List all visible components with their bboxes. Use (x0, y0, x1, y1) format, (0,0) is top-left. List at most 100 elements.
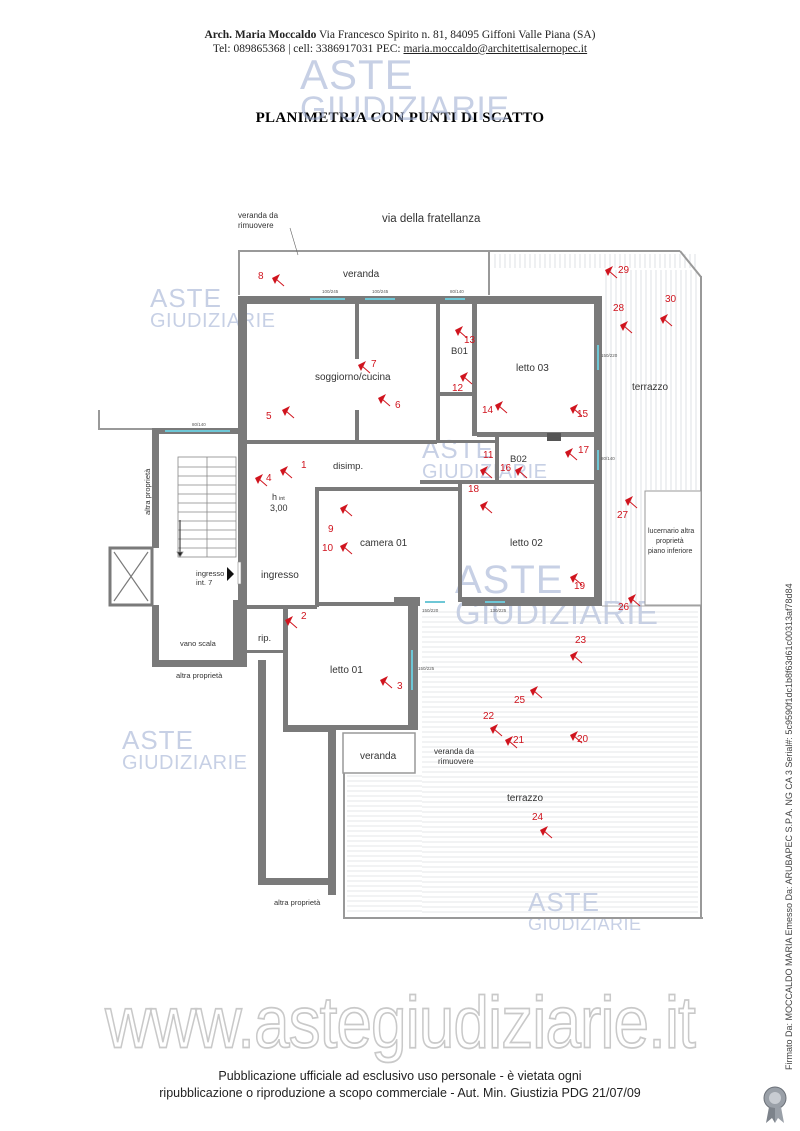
label-altra-proprieta-mid: altra proprietà (176, 671, 223, 680)
terrace-hatching (347, 254, 698, 913)
digital-signature: Firmato Da: MOCCALDO MARIA Emesso Da: AR… (784, 583, 794, 1070)
shot-point-label: 23 (575, 635, 587, 646)
camera-direction-line (361, 365, 371, 374)
label-rip: rip. (258, 633, 271, 644)
label-soggiorno: soggiorno/cucina (315, 372, 391, 383)
label-terrazzo-bottom: terrazzo (507, 793, 544, 804)
camera-direction-line (573, 735, 583, 744)
shot-point-label: 4 (266, 473, 272, 484)
label-altra-proprieta-left: altra proprietà (143, 468, 152, 515)
shot-point-label: 2 (301, 611, 307, 622)
shot-point-label: 8 (258, 271, 264, 282)
camera-direction-line (483, 505, 493, 514)
camera-direction-line (493, 728, 503, 737)
shot-point-label: 5 (266, 411, 272, 422)
shot-point-label: 28 (613, 303, 625, 314)
label-lucernario-2: proprietà (656, 538, 684, 545)
shot-point-label: 24 (532, 812, 544, 823)
architect-contacts: Tel: 089865368 | cell: 3386917031 PEC: (212, 43, 401, 55)
header-line-1: Arch. Maria Moccaldo Via Francesco Spiri… (0, 28, 800, 42)
camera-direction-line (383, 680, 393, 689)
camera-direction-line (498, 405, 508, 414)
shot-point-label: 30 (665, 294, 677, 305)
window-dim: 150/220 (422, 608, 439, 613)
camera-direction-line (631, 598, 641, 607)
label-altra-proprieta-bottom: altra proprietà (274, 898, 321, 907)
camera-direction-line (483, 470, 493, 479)
shot-point-label: 26 (618, 602, 630, 613)
architect-name: Arch. Maria Moccaldo (204, 29, 317, 41)
camera-direction-line (518, 470, 528, 479)
shot-point-label: 3 (397, 681, 403, 692)
footer-line-2: ripubblicazione o riproduzione a scopo c… (159, 1086, 641, 1100)
site-watermark: www.astegiudiziarie.it (104, 980, 696, 1065)
footer: Pubblicazione ufficiale ad esclusivo uso… (0, 1068, 800, 1102)
window-dim: 100/245 (372, 289, 389, 294)
label-disimp: disimp. (333, 461, 363, 472)
label-veranda-rim-bottom-2: rimuovere (438, 757, 474, 766)
shot-point-label: 27 (617, 510, 629, 521)
architect-address: Via Francesco Spirito n. 81, 84095 Giffo… (319, 29, 596, 41)
shot-point-label: 29 (618, 265, 630, 276)
label-ingresso-int: ingresso (196, 569, 224, 578)
label-h-sub: int (279, 496, 285, 502)
label-veranda-rimuovere-top: veranda da (238, 211, 279, 220)
shot-point-label: 16 (500, 463, 512, 474)
camera-direction-line (543, 830, 553, 839)
camera-direction-line (343, 508, 353, 517)
shot-point-label: 14 (482, 405, 494, 416)
staircase (176, 456, 237, 558)
camera-direction-line (533, 690, 543, 699)
window-dim: 150/220 (601, 353, 618, 358)
camera-direction-line (568, 452, 578, 461)
camera-direction-line (258, 478, 268, 487)
shot-point-label: 17 (578, 445, 590, 456)
shot-point-label: 21 (513, 735, 525, 746)
room-labels: veranda da rimuovere via della fratellan… (143, 211, 694, 907)
shot-point-label: 25 (514, 695, 526, 706)
shot-point-label: 20 (577, 734, 589, 745)
camera-direction-line (275, 278, 285, 287)
label-lucernario-1: lucernario altra (648, 528, 694, 535)
label-h-val: 3,00 (270, 503, 288, 513)
footer-line-1: Pubblicazione ufficiale ad esclusivo uso… (218, 1069, 582, 1083)
camera-direction-line (458, 330, 468, 339)
label-h-int: h (272, 492, 277, 502)
label-veranda-top: veranda (343, 269, 380, 280)
camera-direction-line (573, 577, 583, 586)
camera-direction-line (663, 318, 673, 327)
shot-point-label: 7 (371, 359, 377, 370)
pec-link[interactable]: maria.moccaldo@architettisalernopec.it (403, 43, 588, 55)
shot-point-label: 22 (483, 711, 495, 722)
shot-point-label: 18 (468, 484, 480, 495)
label-terrazzo-right: terrazzo (632, 382, 669, 393)
window-dim: 80/140 (192, 422, 206, 427)
label-letto-03: letto 03 (516, 363, 549, 374)
label-letto-02: letto 02 (510, 538, 543, 549)
camera-direction-line (508, 740, 518, 749)
page-title: PLANIMETRIA CON PUNTI DI SCATTO (255, 110, 545, 126)
seal-icon (763, 1086, 787, 1123)
camera-direction-line (285, 410, 295, 419)
label-veranda-rim-bottom: veranda da (434, 747, 475, 756)
camera-direction-line (381, 398, 391, 407)
label-camera-01: camera 01 (360, 538, 408, 549)
window-dimensions: 100/245 100/245 80/140 150/220 80/140 15… (192, 289, 618, 671)
camera-direction-line (573, 655, 583, 664)
shot-point-label: 13 (464, 335, 476, 346)
camera-direction-line (343, 546, 353, 555)
header-line-2: Tel: 089865368 | cell: 3386917031 PEC: m… (0, 42, 800, 56)
shot-point-label: 9 (328, 524, 334, 535)
shot-point-label: 10 (322, 543, 334, 554)
document-header: Arch. Maria Moccaldo Via Francesco Spiri… (0, 28, 800, 56)
label-ingresso: ingresso (261, 570, 299, 581)
shot-point-label: 19 (574, 581, 586, 592)
label-veranda-rimuovere-top-2: rimuovere (238, 221, 274, 230)
shot-point-label: 6 (395, 400, 401, 411)
label-b02: B02 (510, 454, 527, 465)
shot-point-label: 11 (483, 450, 494, 461)
label-b01: B01 (451, 346, 468, 357)
camera-direction-line (283, 470, 293, 479)
